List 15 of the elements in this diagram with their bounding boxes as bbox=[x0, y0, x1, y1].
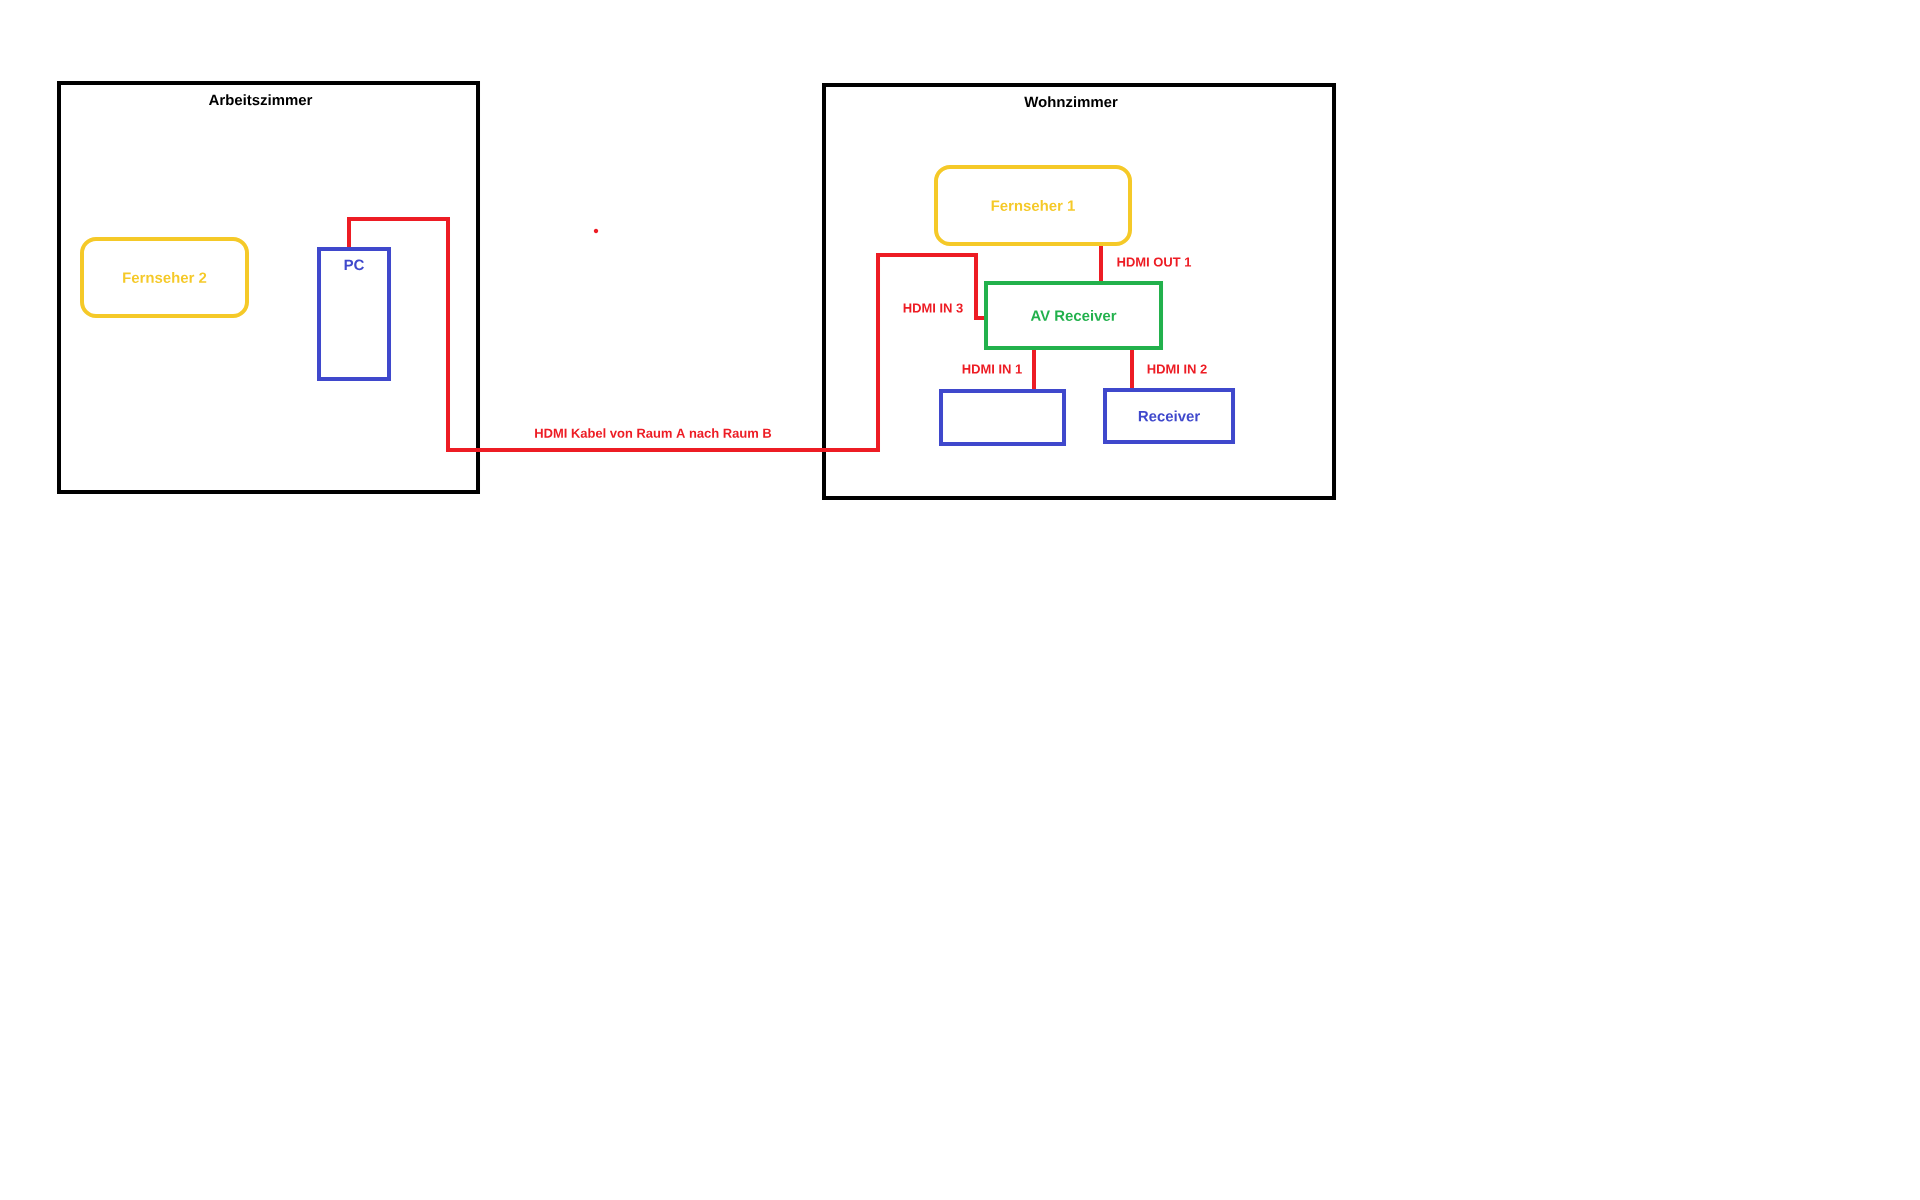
edge-label: HDMI OUT 1 bbox=[1115, 256, 1193, 268]
device-box: Receiver bbox=[1103, 388, 1235, 444]
pc-box: PC bbox=[317, 247, 391, 381]
receiver-box: AV Receiver bbox=[984, 281, 1163, 350]
cable-line bbox=[1032, 350, 1036, 389]
cable-line bbox=[1130, 350, 1134, 388]
cable-line bbox=[1099, 246, 1103, 281]
tv-box: Fernseher 1 bbox=[934, 165, 1132, 246]
edge-label: HDMI Kabel von Raum A nach Raum B bbox=[533, 427, 773, 439]
cable-line bbox=[347, 217, 985, 452]
port-label: HDMI IN 3 bbox=[903, 303, 963, 313]
device-box bbox=[939, 389, 1066, 446]
tv-box: Fernseher 2 bbox=[80, 237, 249, 318]
edge-label: HDMI IN 2 bbox=[1145, 363, 1209, 375]
edge-label: HDMI IN 1 bbox=[960, 363, 1024, 375]
